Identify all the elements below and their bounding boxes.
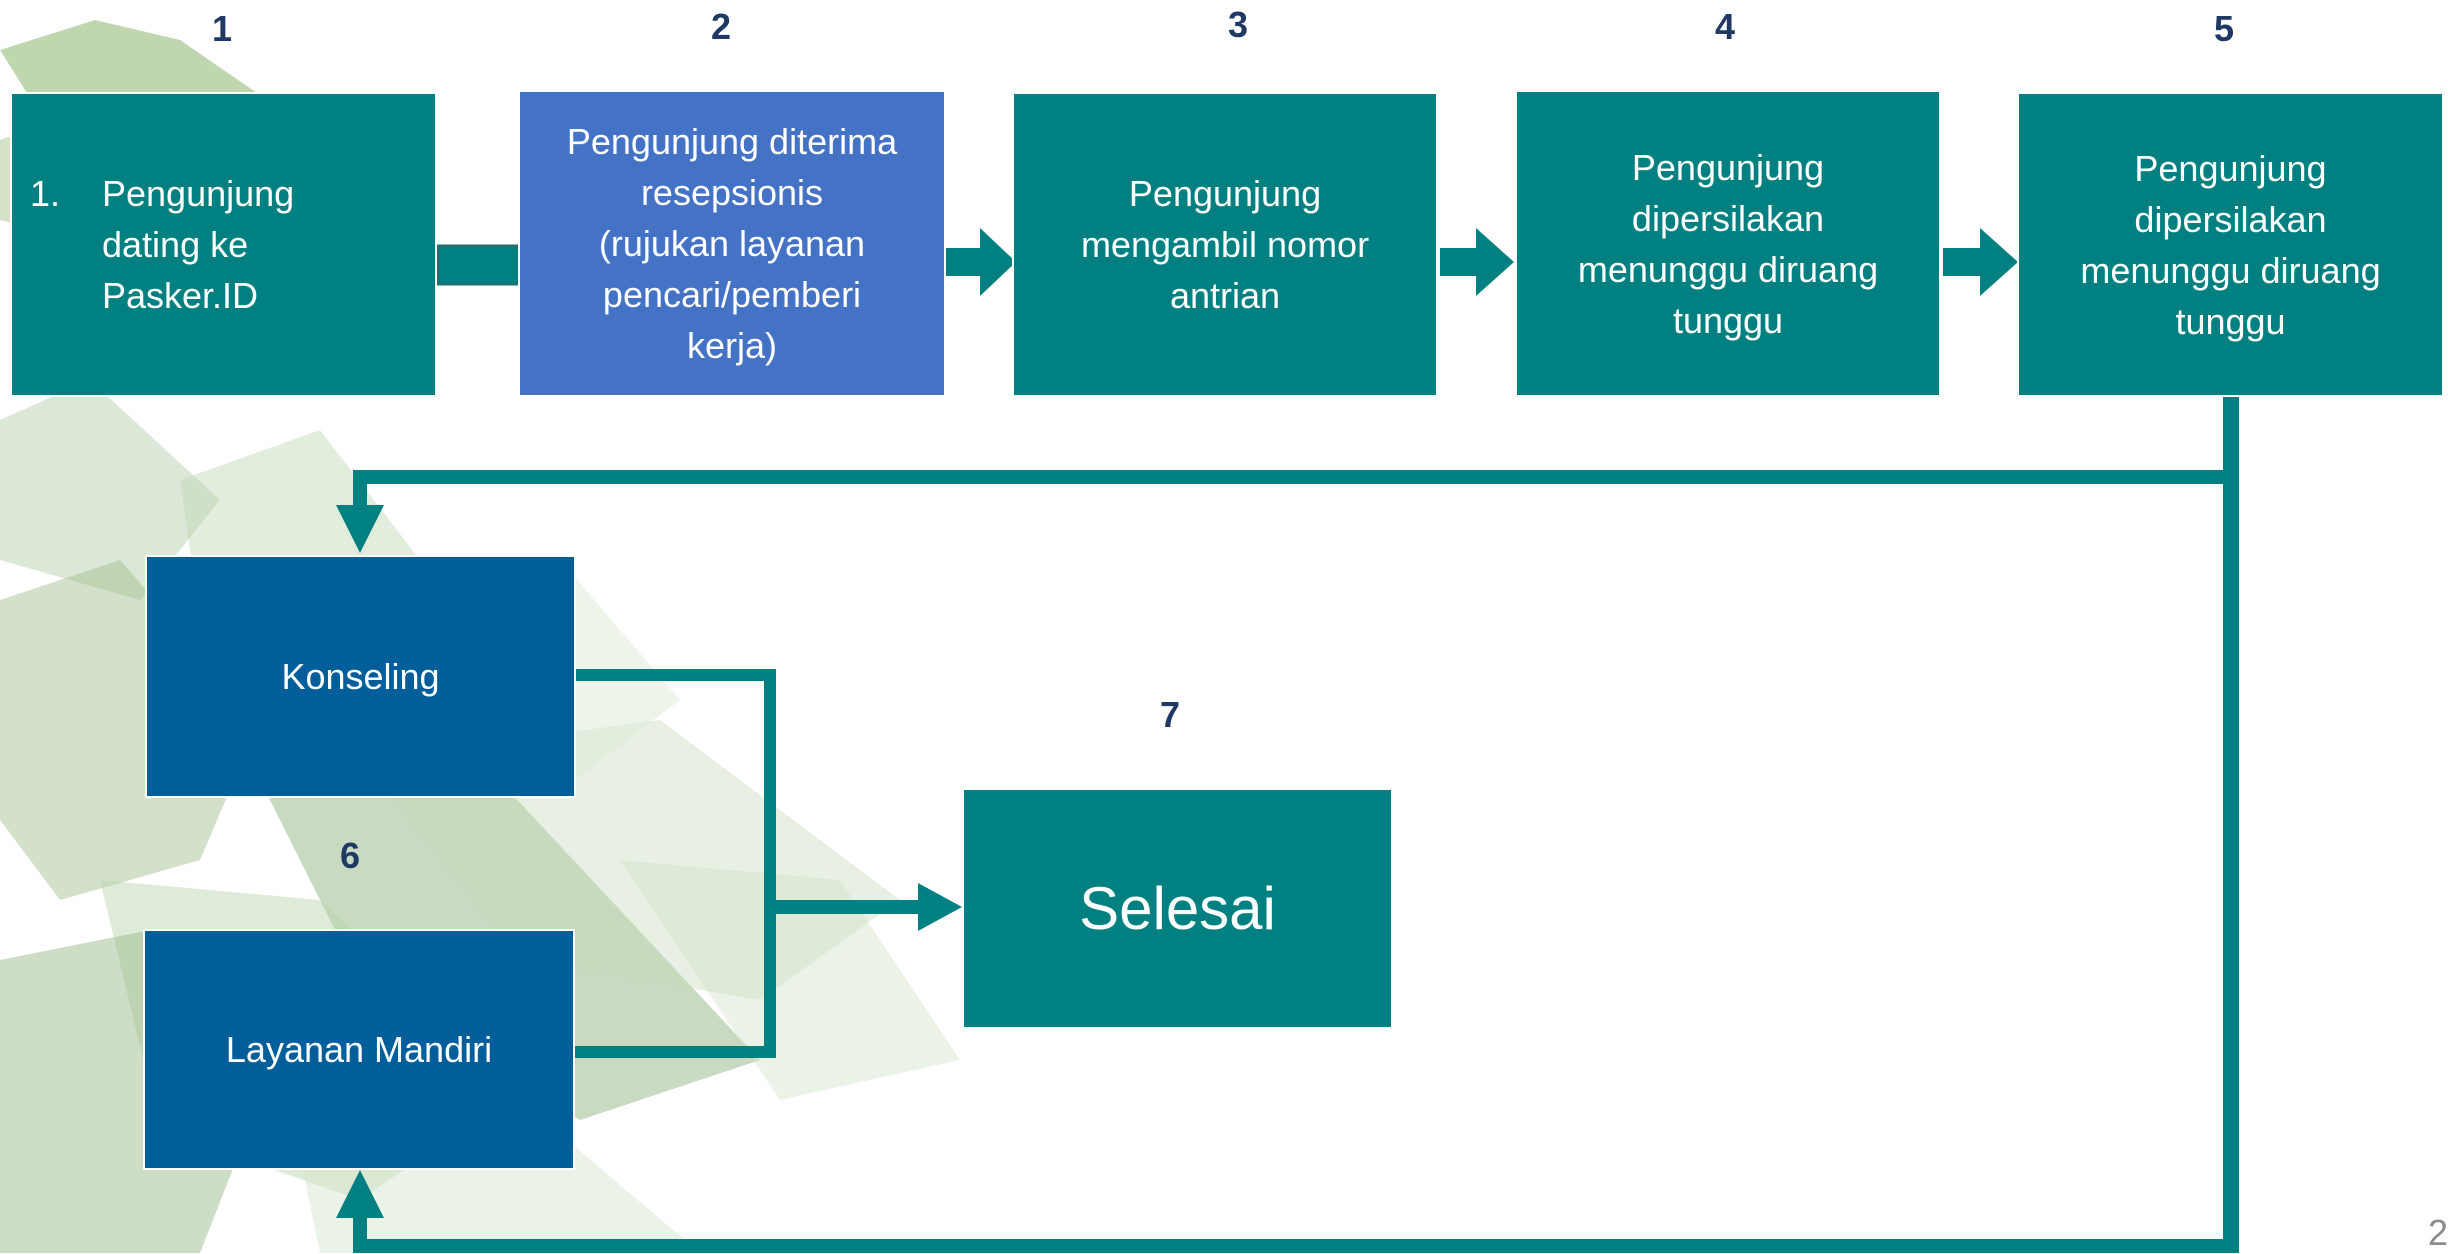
box4-line-2: dipersilakan bbox=[1631, 197, 1825, 239]
arrow-to-konseling bbox=[336, 505, 384, 553]
arrow-to-layanan bbox=[336, 1170, 384, 1218]
step-number-3: 3 bbox=[1227, 4, 1249, 45]
layanan-mandiri-box: Layanan Mandiri bbox=[143, 929, 575, 1170]
connector-1-2 bbox=[436, 244, 522, 286]
step-box-queue-number: Pengunjung mengambil nomor antrian bbox=[1012, 92, 1438, 397]
konseling-box: Konseling bbox=[145, 555, 576, 798]
step-number-5: 5 bbox=[2213, 8, 2235, 49]
box2-line-5: kerja) bbox=[686, 325, 777, 366]
box4-line-1: Pengunjung bbox=[1631, 146, 1825, 188]
box5-line-3: menunggu diruang bbox=[2080, 249, 2381, 291]
step-number-6: 6 bbox=[339, 835, 361, 876]
step-box-waiting-room-a: Pengunjung dipersilakan menunggu diruang… bbox=[1515, 90, 1941, 397]
box2-line-1: Pengunjung diterima bbox=[566, 121, 898, 162]
line-box5-down bbox=[2223, 397, 2239, 1253]
line-bottom-loop bbox=[353, 1239, 2239, 1253]
step-box-waiting-room-b: Pengunjung dipersilakan menunggu diruang… bbox=[2017, 92, 2444, 397]
list-marker: 1. bbox=[30, 173, 61, 214]
line-to-konseling bbox=[353, 470, 2239, 484]
arrow-4-5 bbox=[1943, 228, 2018, 296]
box2-line-2: resepsionis bbox=[640, 172, 824, 213]
box3-line-1: Pengunjung bbox=[1128, 173, 1322, 214]
line-merge-vertical bbox=[764, 669, 776, 1058]
box2-line-3: (rujukan layanan bbox=[598, 223, 866, 264]
step-number-2: 2 bbox=[710, 6, 732, 47]
box1-line-3: Pasker.ID bbox=[102, 275, 259, 316]
step-number-4: 4 bbox=[1714, 6, 1736, 47]
selesai-label: Selesai bbox=[1079, 875, 1276, 942]
box1-line-2: dating ke bbox=[102, 224, 249, 265]
line-to-selesai bbox=[770, 900, 920, 914]
arrow-3-4 bbox=[1440, 228, 1514, 296]
box3-line-2: mengambil nomor bbox=[1080, 224, 1370, 265]
line-layanan-up bbox=[353, 1215, 367, 1253]
arrow-to-selesai bbox=[918, 883, 962, 931]
box3-line-3: antrian bbox=[1169, 275, 1281, 316]
line-konseling-down bbox=[353, 470, 367, 510]
slide-number: 2 bbox=[2427, 1212, 2448, 1253]
konseling-label: Konseling bbox=[281, 655, 440, 697]
box5-line-2: dipersilakan bbox=[2134, 198, 2327, 240]
box4-line-4: tunggu bbox=[1672, 299, 1784, 341]
box5-line-1: Pengunjung bbox=[2134, 147, 2327, 189]
box2-line-4: pencari/pemberi bbox=[602, 274, 862, 315]
step-number-7: 7 bbox=[1159, 694, 1181, 735]
box5-line-4: tunggu bbox=[2175, 300, 2286, 342]
box1-line-1: Pengunjung bbox=[102, 173, 295, 214]
arrow-2-3 bbox=[946, 228, 1016, 296]
step-number-1: 1 bbox=[211, 8, 233, 49]
selesai-box: Selesai bbox=[962, 788, 1393, 1029]
step-box-receptionist: Pengunjung diterima resepsionis (rujukan… bbox=[518, 90, 946, 397]
layanan-mandiri-label: Layanan Mandiri bbox=[225, 1028, 493, 1070]
step-box-visitor-arrives: 1. Pengunjung dating ke Pasker.ID bbox=[10, 92, 437, 397]
line-layanan-right bbox=[575, 1046, 776, 1058]
line-konseling-right bbox=[576, 669, 776, 681]
box4-line-3: menunggu diruang bbox=[1577, 248, 1879, 290]
